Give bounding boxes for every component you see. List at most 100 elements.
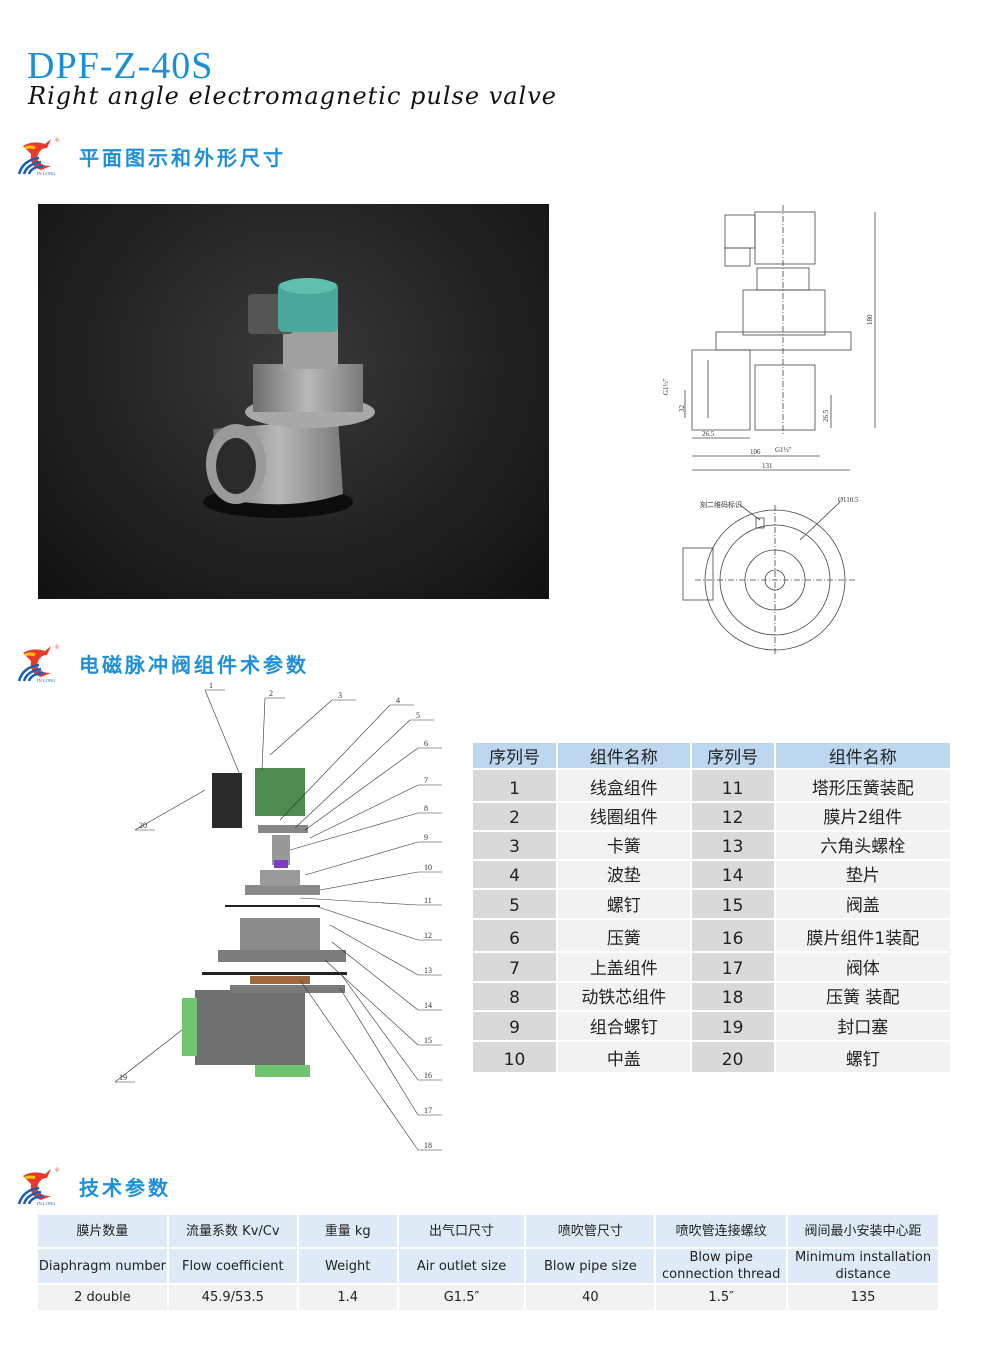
dim-right-offset: 26.5 <box>822 409 830 422</box>
part-number-cell: 11 <box>690 769 776 803</box>
product-photo <box>38 204 549 599</box>
part-number-cell: 8 <box>473 982 558 1012</box>
part-number-cell: 14 <box>690 860 776 890</box>
svg-text:®: ® <box>55 1167 60 1174</box>
spec-value-cell: 1.5″ <box>655 1284 789 1312</box>
callout-leader-line <box>329 924 419 976</box>
callout-label: 13 <box>424 966 432 975</box>
part-number-cell: 6 <box>473 919 558 953</box>
part-number-cell: 4 <box>473 860 558 890</box>
section-header-dimensions: ®IN LONG 平面图示和外形尺寸 <box>17 136 286 176</box>
spec-value-cell: 135 <box>787 1284 940 1312</box>
part-name-cell: 封口塞 <box>774 1011 953 1042</box>
part-number-cell: 15 <box>690 889 776 920</box>
part-name-cell: 螺钉 <box>774 1041 953 1074</box>
part-number-cell: 18 <box>690 982 776 1012</box>
part-number-cell: 19 <box>690 1011 776 1042</box>
part-number-cell: 9 <box>473 1011 558 1042</box>
header-cell: 组件名称 <box>774 743 953 770</box>
dim-height: 180 <box>866 314 874 325</box>
part-number-cell: 16 <box>690 919 776 953</box>
part-name-cell: 压簧 <box>557 919 692 953</box>
section-title: 平面图示和外形尺寸 <box>79 145 286 170</box>
dim-inlet: 32 <box>678 405 686 413</box>
callout-leader-line <box>134 789 206 831</box>
spec-header-cell: 重量 kg <box>297 1215 399 1249</box>
part-name-cell: 塔形压簧装配 <box>774 769 953 803</box>
callout-leader-line <box>339 972 419 1081</box>
part-name-cell: 中盖 <box>557 1041 692 1074</box>
part-name-cell: 膜片组件1装配 <box>774 919 953 953</box>
spec-header-cell: 流量系数 Kv/Cv <box>167 1215 299 1249</box>
header-cell: 序列号 <box>690 743 776 770</box>
part-number-cell: 7 <box>473 952 558 983</box>
part-name-cell: 动铁芯组件 <box>557 982 692 1012</box>
part-name-cell: 卡簧 <box>557 831 692 861</box>
callout-leader-line <box>261 697 266 771</box>
table-header-row: 序列号 组件名称 序列号 组件名称 <box>473 743 953 770</box>
dim-inlet-thread: G1½" <box>662 378 670 395</box>
brand-logo: ®IN LONG <box>17 643 61 683</box>
part-name-cell: 组合螺钉 <box>557 1011 692 1042</box>
part-number-cell: 10 <box>473 1041 558 1074</box>
spec-header-cell: 喷吹管连接螺纹 <box>655 1215 789 1249</box>
part-name-cell: 垫片 <box>774 860 953 890</box>
svg-text:®: ® <box>55 137 60 144</box>
callout-leader-line <box>299 897 419 906</box>
part-name-cell: 螺钉 <box>557 889 692 920</box>
part-number-cell: 3 <box>473 831 558 861</box>
part-name-cell: 线盒组件 <box>557 769 692 803</box>
side-view-drawing: 180 G1½" 32 26.5 26.5 106 G1½" 131 <box>662 205 876 471</box>
callout-label: 10 <box>424 863 432 872</box>
callout-leader-line <box>304 747 419 831</box>
spec-header-cell: Air outlet size <box>397 1248 527 1285</box>
callout-leader-line <box>309 784 419 839</box>
callout-label: 18 <box>424 1141 432 1150</box>
section-header-components: ®IN LONG 电磁脉冲阀组件术参数 <box>17 643 309 683</box>
spec-header-cell: 膜片数量 <box>38 1215 169 1249</box>
part-name-cell: 压簧 装配 <box>774 982 953 1012</box>
callout-leader-line <box>204 689 241 776</box>
part-name-cell: 阀体 <box>774 952 953 983</box>
svg-text:IN LONG: IN LONG <box>37 1201 56 1206</box>
qr-mark-label: 刻二维码标识 <box>700 500 742 509</box>
part-number-cell: 5 <box>473 889 558 920</box>
spec-header-cell: Flow coefficient <box>167 1248 299 1285</box>
callout-label: 11 <box>424 896 432 905</box>
callout-label: 7 <box>424 776 428 785</box>
part-number-cell: 17 <box>690 952 776 983</box>
header-cell: 组件名称 <box>557 743 692 770</box>
part-number-cell: 2 <box>473 802 558 832</box>
spec-value-cell: 45.9/53.5 <box>167 1284 299 1312</box>
callout-leader-line <box>114 1029 183 1083</box>
callout-label: 14 <box>424 1001 432 1010</box>
callout-label: 3 <box>338 691 342 700</box>
part-name-cell: 波垫 <box>557 860 692 890</box>
dim-left-offset: 26.5 <box>702 430 715 438</box>
dim-inner-width: 106 <box>750 448 761 456</box>
part-number-cell: 20 <box>690 1041 776 1074</box>
callout-label: 4 <box>396 696 400 705</box>
callout-label: 2 <box>269 689 273 698</box>
part-name-cell: 阀盖 <box>774 889 953 920</box>
part-name-cell: 膜片2组件 <box>774 802 953 832</box>
spec-header-cell: Blow pipe connection thread <box>655 1248 789 1285</box>
spec-header-cell: Diaphragm number <box>38 1248 169 1285</box>
svg-text:IN LONG: IN LONG <box>37 678 56 683</box>
callout-leader-line <box>314 905 419 941</box>
spec-value-cell: 2 double <box>38 1284 169 1312</box>
spec-header-cell: Minimum installation distance <box>787 1248 940 1285</box>
callout-label: 16 <box>424 1071 432 1080</box>
